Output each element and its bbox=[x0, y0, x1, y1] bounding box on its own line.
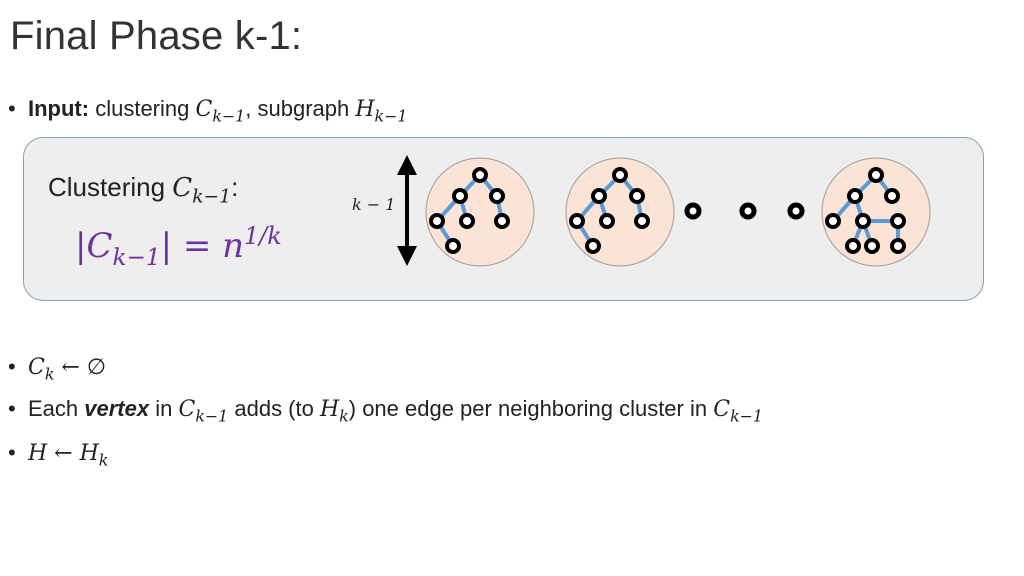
tree-node bbox=[884, 188, 900, 204]
tree-node bbox=[459, 213, 475, 229]
bullet-init-ck: •Ck ← ∅ bbox=[8, 354, 107, 384]
panel-title: Clustering Ck−1: bbox=[48, 172, 239, 208]
tree-node bbox=[847, 188, 863, 204]
bullet-h-assign: •H ← Hk bbox=[8, 440, 109, 470]
tree-node bbox=[591, 188, 607, 204]
ellipsis-dot bbox=[739, 202, 757, 220]
tree-node bbox=[868, 167, 884, 183]
tree-node bbox=[599, 213, 615, 229]
tree-node bbox=[585, 238, 601, 254]
depth-label: k − 1 bbox=[352, 195, 396, 214]
input-text-subgraph: , subgraph bbox=[245, 96, 356, 121]
input-text-clustering: clustering bbox=[89, 96, 196, 121]
input-label: Input: bbox=[28, 96, 90, 121]
tree-node bbox=[845, 238, 861, 254]
ellipsis-dot bbox=[684, 202, 702, 220]
tree-node bbox=[494, 213, 510, 229]
tree-node bbox=[825, 213, 841, 229]
bullet-marker: • bbox=[8, 96, 16, 121]
input-line: • Input: clustering Ck−1, subgraph Hk−1 bbox=[8, 96, 407, 126]
tree-node bbox=[634, 213, 650, 229]
tree-node bbox=[452, 188, 468, 204]
tree-node bbox=[489, 188, 505, 204]
slide-title: Final Phase k-1: bbox=[10, 14, 303, 58]
tree-node bbox=[445, 238, 461, 254]
tree-node bbox=[855, 213, 871, 229]
clustering-var: Ck−1 bbox=[195, 97, 246, 126]
cluster-3 bbox=[821, 157, 931, 267]
cluster-count-formula: |Ck−1| = n1/k bbox=[75, 222, 282, 272]
tree-node bbox=[864, 238, 880, 254]
ellipsis-dot bbox=[787, 202, 805, 220]
tree-node bbox=[429, 213, 445, 229]
bullet-each-vertex: •Each vertex in Ck−1 adds (to Hk) one ed… bbox=[8, 396, 763, 426]
tree-node bbox=[629, 188, 645, 204]
tree-node bbox=[569, 213, 585, 229]
subgraph-var: Hk−1 bbox=[355, 97, 408, 126]
tree-node bbox=[890, 213, 906, 229]
tree-node bbox=[472, 167, 488, 183]
tree-node bbox=[890, 238, 906, 254]
tree-node bbox=[612, 167, 628, 183]
